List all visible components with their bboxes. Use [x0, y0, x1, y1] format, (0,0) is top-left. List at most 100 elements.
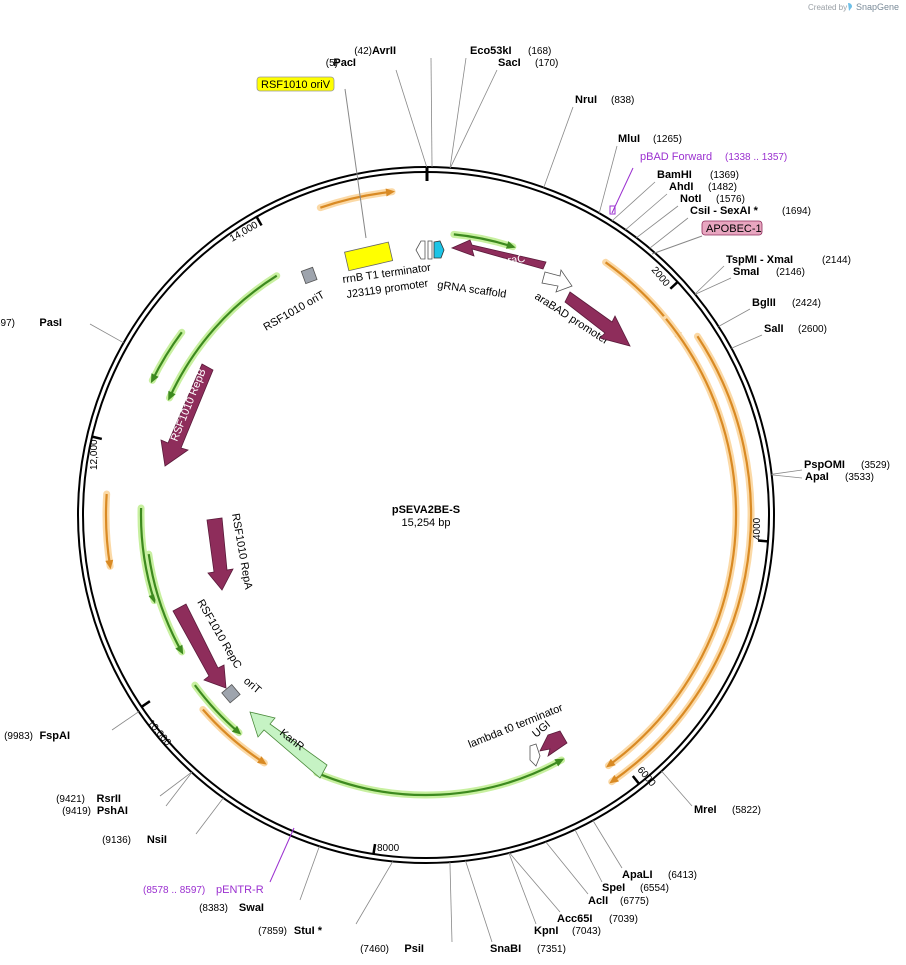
ruler-tick-label: 8000	[377, 843, 400, 854]
arabad-promoter-arrow[interactable]	[541, 268, 573, 293]
site-name[interactable]: MreI	[694, 804, 717, 816]
ruler-tick-label: 10,000	[145, 718, 173, 749]
primer-pbad-range: (1338 .. 1357)	[725, 152, 787, 163]
site-name[interactable]: KpnI	[534, 925, 558, 937]
site-position: (7859)	[258, 926, 287, 937]
site-leader	[449, 69, 498, 169]
site-position: (7043)	[572, 926, 601, 937]
orf-arrowhead	[105, 559, 114, 570]
site-name[interactable]: ApaLI	[622, 869, 653, 881]
site-leader	[545, 841, 589, 895]
rrnb-t1-terminator-block[interactable]	[427, 240, 433, 260]
site-leader	[159, 771, 192, 797]
site-name[interactable]: SalI	[764, 323, 784, 335]
rsf1010-orit-top-block[interactable]	[300, 266, 318, 285]
snapgene-logo-icon	[848, 3, 852, 11]
apobec-1-box[interactable]	[701, 220, 763, 236]
site-name[interactable]: NsiI	[147, 834, 167, 846]
orf-arrowhead	[231, 725, 242, 735]
orf-arrowhead	[605, 758, 616, 768]
j23119-promoter-block[interactable]	[415, 240, 426, 260]
site-leader	[598, 145, 618, 214]
site-leader	[299, 846, 320, 901]
site-position: (1369)	[710, 170, 739, 181]
lambda-t0-terminator-block[interactable]	[529, 743, 541, 767]
orf-arrowhead	[175, 644, 184, 655]
rsf1010-oriv-label: RSF1010 oriV	[261, 79, 331, 91]
orit-block[interactable]	[221, 683, 241, 704]
oriv-leader	[344, 88, 367, 239]
kanr-arrow[interactable]	[249, 711, 328, 779]
primer-line-pentr	[269, 827, 295, 883]
primer-pentr-r[interactable]: pENTR-R	[216, 884, 264, 896]
site-name[interactable]: CsiI - SexAI *	[690, 205, 759, 217]
rsf1010-repc-arrow[interactable]	[172, 603, 227, 689]
site-name[interactable]: BamHI	[657, 169, 692, 181]
orf-arc[interactable]	[316, 759, 563, 797]
rsf1010-repa-arrow[interactable]	[206, 517, 234, 591]
site-name[interactable]: NruI	[575, 94, 597, 106]
site-leader	[611, 181, 656, 222]
site-position: (9136)	[102, 835, 131, 846]
grna-scaffold-block[interactable]	[433, 240, 445, 259]
site-leader	[649, 217, 689, 249]
orf-arc[interactable]	[147, 553, 183, 653]
orf-arrowhead	[505, 241, 516, 249]
arac-label: araC	[501, 253, 526, 268]
site-name[interactable]: StuI *	[294, 925, 323, 937]
site-name[interactable]: SpeI	[602, 882, 625, 894]
ruler-tick	[372, 843, 377, 855]
site-name[interactable]: SwaI	[239, 902, 264, 914]
site-name[interactable]: ApaI	[805, 471, 829, 483]
site-position: (2424)	[792, 298, 821, 309]
site-name[interactable]: PasI	[39, 317, 62, 329]
rsf1010-oriv-box[interactable]	[256, 76, 335, 92]
site-name[interactable]: MluI	[618, 133, 640, 145]
site-position: (9421)	[56, 794, 85, 805]
site-name[interactable]: AclI	[588, 895, 608, 907]
orf-arc[interactable]	[139, 507, 156, 601]
site-leader	[449, 862, 453, 943]
site-name[interactable]: Eco53kI	[470, 45, 512, 57]
site-name[interactable]: SnaBI	[490, 943, 521, 955]
site-name[interactable]: SacI	[498, 57, 521, 69]
rsf1010-repb-arrow[interactable]	[160, 363, 214, 467]
plasmid-length: 15,254 bp	[402, 517, 451, 529]
ruler-tick	[140, 700, 151, 708]
site-position: (3529)	[861, 460, 890, 471]
site-leader	[111, 711, 140, 731]
site-position: (7039)	[609, 914, 638, 925]
ugi-arrow[interactable]	[539, 730, 568, 757]
orf-arc[interactable]	[607, 318, 738, 767]
site-leader	[543, 106, 574, 188]
site-position: (7351)	[537, 944, 566, 955]
grna-scaffold-label: gRNA scaffold	[437, 279, 508, 301]
site-leader	[508, 852, 537, 925]
site-name[interactable]: FspAI	[39, 730, 70, 742]
site-position: (2144)	[822, 255, 851, 266]
primer-pbad-forward[interactable]: pBAD Forward	[640, 151, 712, 163]
site-position: (168)	[528, 46, 551, 57]
site-name[interactable]: NotI	[680, 193, 701, 205]
site-name[interactable]: TspMI - XmaI	[726, 254, 793, 266]
site-name[interactable]: BglII	[752, 297, 776, 309]
site-name[interactable]: Acc65I	[557, 913, 592, 925]
backbone-outer	[77, 166, 775, 864]
site-name[interactable]: AhdI	[669, 181, 693, 193]
site-name[interactable]: PshAI	[97, 805, 128, 817]
orf-arc[interactable]	[168, 274, 278, 399]
site-name[interactable]: AvrII	[372, 45, 396, 57]
arac-arrow[interactable]	[450, 239, 547, 270]
site-name[interactable]: SmaI	[733, 266, 759, 278]
site-name[interactable]: PacI	[333, 57, 356, 69]
site-name[interactable]: PsiI	[404, 943, 424, 955]
orf-arc[interactable]	[611, 335, 753, 783]
rsf1010-oriv-feature[interactable]	[344, 241, 394, 272]
rsf1010-repb-label: RSF1010 RepB	[169, 367, 209, 443]
site-name[interactable]: PspOMI	[804, 459, 845, 471]
arabad-downstream-cds[interactable]	[564, 291, 631, 347]
site-name[interactable]: RsrII	[97, 793, 121, 805]
orf-layer	[102, 188, 755, 799]
credit-brand: SnapGene	[856, 2, 899, 12]
